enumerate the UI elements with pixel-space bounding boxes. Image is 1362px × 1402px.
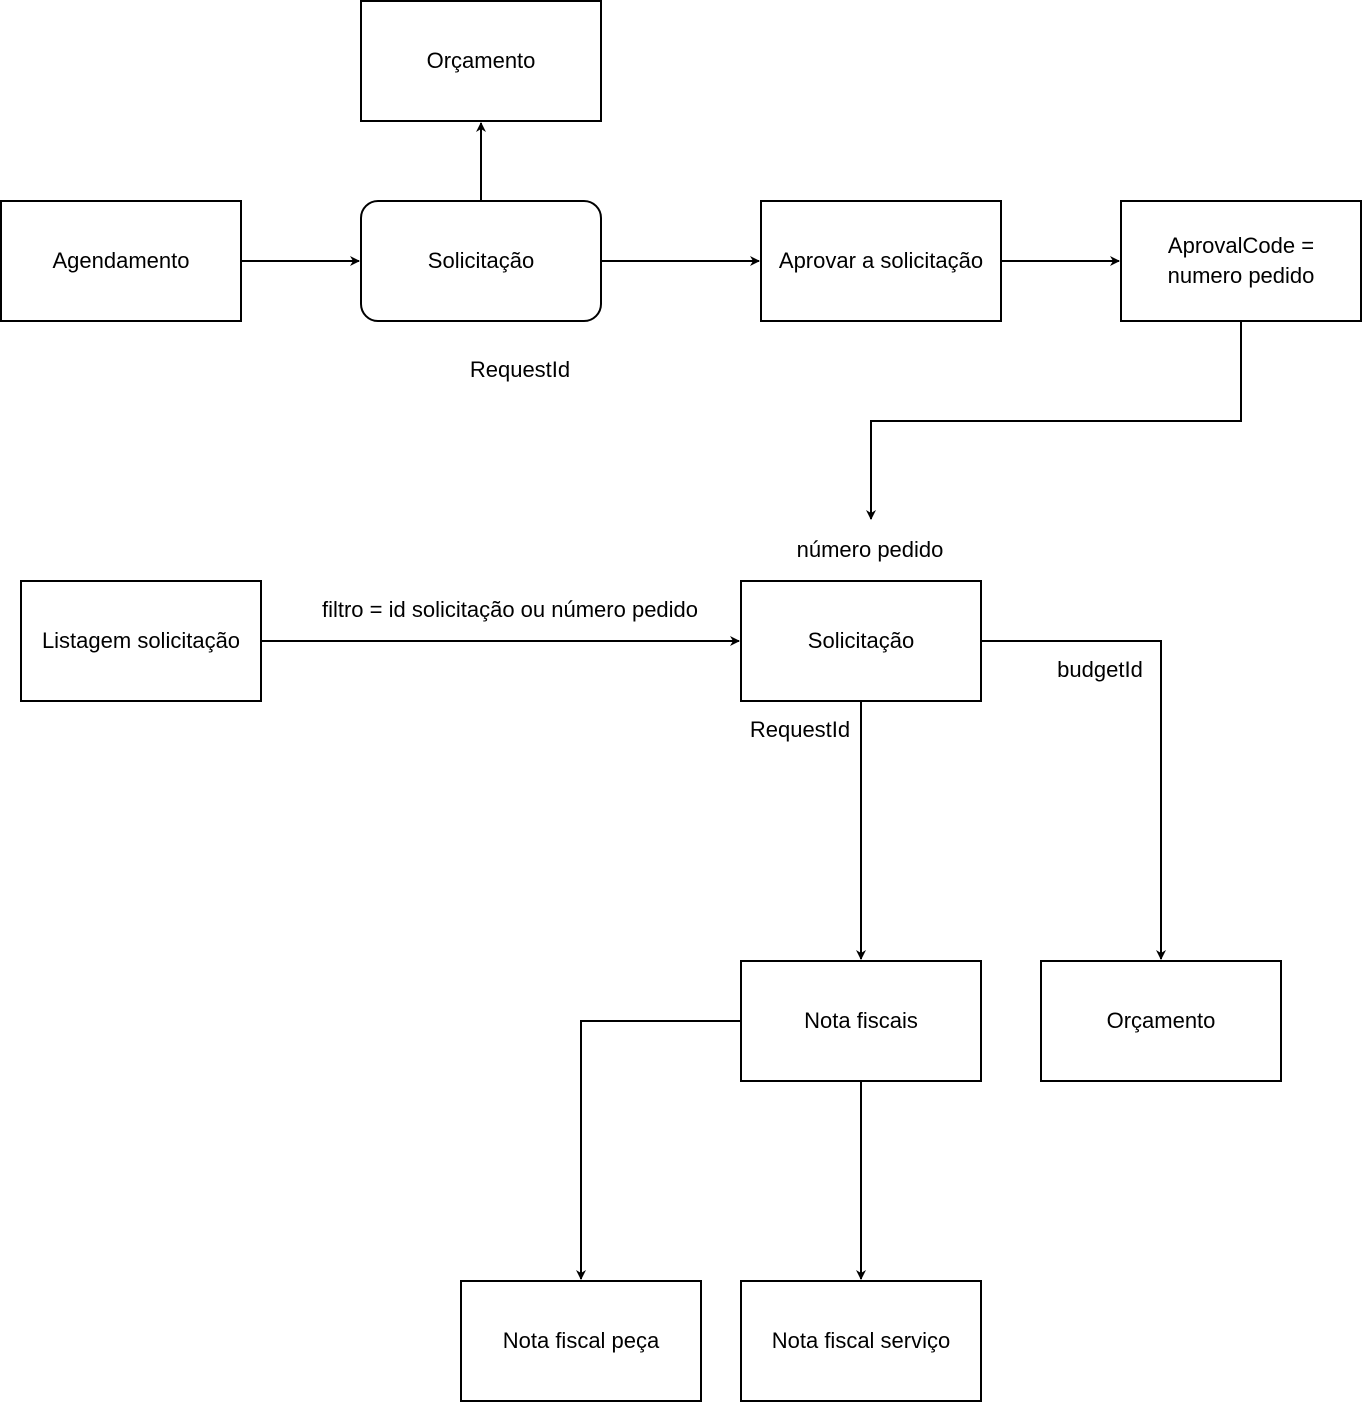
orcamento-top-box: Orçamento: [360, 0, 602, 122]
aprovar-solicitacao-box: Aprovar a solicitação: [760, 200, 1002, 322]
numero-pedido-label: número pedido: [796, 537, 944, 562]
edge-solicitacao-to-orcamento-budget: [981, 640, 1166, 960]
request-id-label-top: RequestId: [469, 357, 571, 382]
solicitacao-bottom-box: Solicitação: [740, 580, 982, 702]
nota-fiscal-peca-box: Nota fiscal peça: [460, 1280, 702, 1402]
edge-nota-fiscais-to-nota-peca: [576, 1020, 741, 1280]
agendamento-box: Agendamento: [0, 200, 242, 322]
solicitacao-top-box: Solicitação: [360, 200, 602, 322]
filtro-label: filtro = id solicitação ou número pedido: [321, 597, 699, 622]
listagem-solicitacao-box: Listagem solicitação: [20, 580, 262, 702]
nota-fiscal-servico-box: Nota fiscal serviço: [740, 1280, 982, 1402]
edge-aprovalcode-to-numero-pedido: [866, 321, 1242, 520]
orcamento-bottom-box: Orçamento: [1040, 960, 1282, 1082]
nota-fiscais-box: Nota fiscais: [740, 960, 982, 1082]
aproval-code-box: AprovalCode = numero pedido: [1120, 200, 1362, 322]
budget-id-label: budgetId: [1057, 657, 1143, 682]
request-id-label-bottom: RequestId: [749, 717, 851, 742]
